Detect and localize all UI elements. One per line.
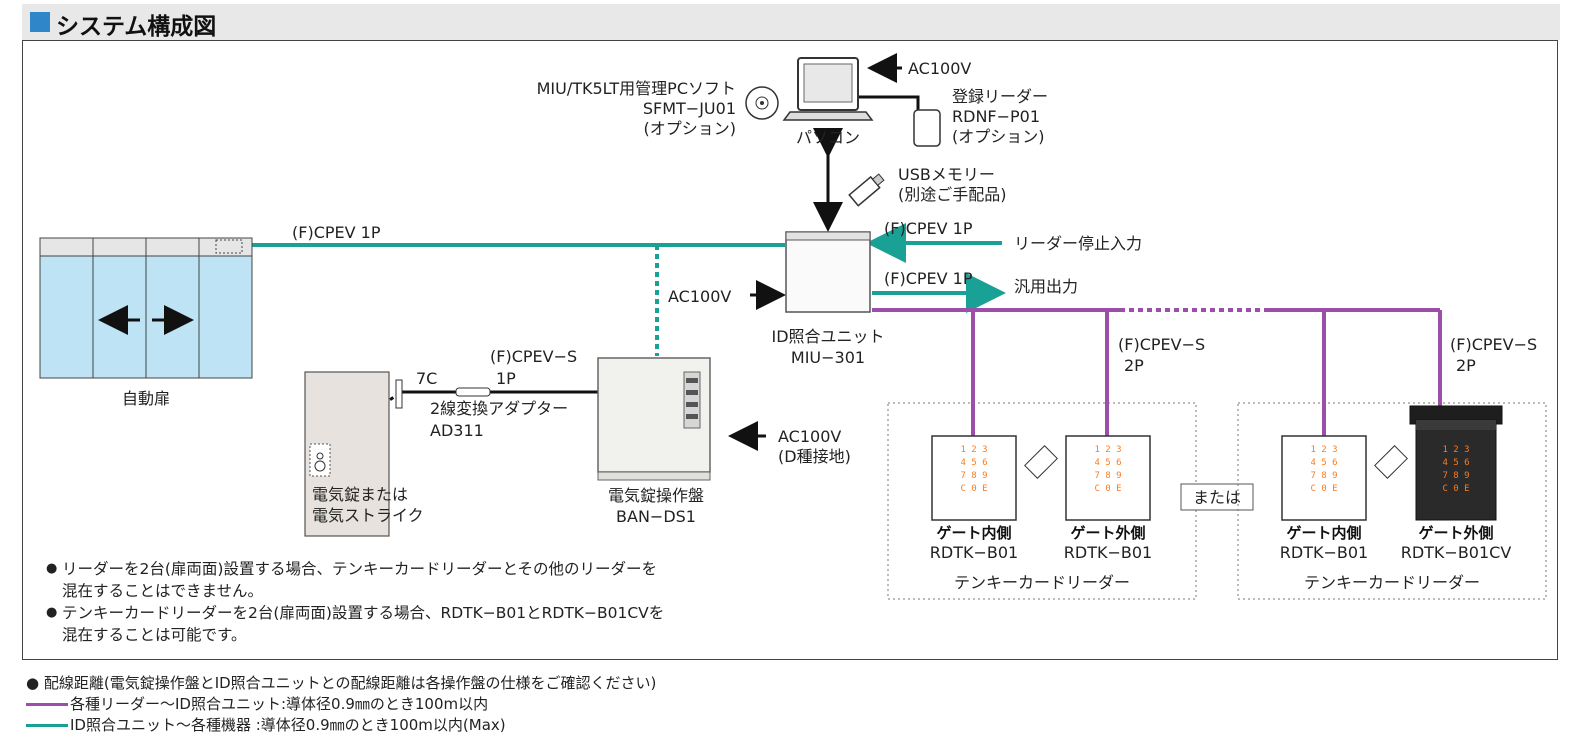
usb-line1: USBメモリー (898, 165, 995, 184)
g2-inner-model: RDTK−B01 (1280, 543, 1368, 562)
cable-output-label: (F)CPEV 1P (884, 269, 973, 288)
page-title: システム構成図 (56, 14, 217, 40)
card-icon (1024, 445, 1058, 479)
svg-text:1 2 3: 1 2 3 (1094, 445, 1121, 455)
stop-input-label: リーダー停止入力 (1014, 234, 1142, 253)
card-icon (1374, 445, 1408, 479)
registration-reader-icon (913, 109, 941, 147)
adapter-icon (455, 387, 491, 397)
software-line1: MIU/TK5LT用管理PCソフト (537, 79, 736, 98)
ban-cable-label-1: (F)CPEV−S (490, 347, 577, 366)
g2-outer-model: RDTK−B01CV (1401, 543, 1512, 562)
notes: リーダーを2台(扉両面)設置する場合、テンキーカードリーダーとその他のリーダーを… (46, 558, 664, 646)
g2-caption: テンキーカードリーダー (1304, 573, 1480, 592)
ban-power-line1: AC100V (778, 427, 841, 446)
reader-group-2-frame (1237, 402, 1547, 600)
cable-stop-label: (F)CPEV 1P (884, 219, 973, 238)
svg-text:1 2 3: 1 2 3 (1442, 445, 1469, 455)
ban-cable-label-2: 1P (496, 369, 516, 388)
header-square-icon (30, 12, 50, 32)
legend-row-1: 各種リーダー〜ID照合ユニット:導体径0.9㎜のとき100m以内 (26, 693, 488, 714)
svg-text:4 5 6: 4 5 6 (1310, 458, 1337, 468)
wire-reg-reader (855, 95, 920, 112)
svg-text:4 5 6: 4 5 6 (960, 458, 987, 468)
svg-text:1 2 3: 1 2 3 (960, 445, 987, 455)
svg-text:1 2 3: 1 2 3 (1310, 445, 1337, 455)
g2-inner-label: ゲート内側 (1286, 524, 1361, 542)
svg-text:7 8 9: 7 8 9 (960, 471, 987, 481)
output-label: 汎用出力 (1014, 277, 1078, 296)
legend-title: ● 配線距離(電気錠操作盤とID照合ユニットとの配線距離は各操作盤の仕様をご確認… (26, 674, 657, 692)
g1-outer-model: RDTK−B01 (1064, 543, 1152, 562)
cable-door-unit-label: (F)CPEV 1P (292, 223, 381, 242)
or-box (1180, 483, 1254, 511)
teal-line-swatch (26, 724, 68, 727)
g1-inner-label: ゲート内側 (936, 524, 1011, 542)
reg-reader-line1: 登録リーダー (952, 87, 1048, 106)
usb-line2: (別途ご手配品) (898, 185, 1007, 204)
g1-caption: テンキーカードリーダー (954, 573, 1130, 592)
lock-line2: 電気ストライク (312, 506, 424, 525)
usb-memory-icon (848, 173, 885, 207)
svg-text:C 0 E: C 0 E (1094, 484, 1121, 494)
g1-inner-model: RDTK−B01 (930, 543, 1018, 562)
unit-line2: MIU−301 (791, 348, 865, 367)
svg-text:4 5 6: 4 5 6 (1094, 458, 1121, 468)
cd-icon (745, 86, 779, 120)
ban-line1: 電気錠操作盤 (608, 486, 704, 505)
automatic-door (39, 237, 253, 379)
note-1: リーダーを2台(扉両面)設置する場合、テンキーカードリーダーとその他のリーダーを… (46, 558, 664, 602)
g2-outer-label: ゲート外側 (1418, 524, 1493, 542)
note-2: テンキーカードリーダーを2台(扉両面)設置する場合、RDTK−B01とRDTK−… (46, 602, 664, 646)
svg-text:C 0 E: C 0 E (1442, 484, 1469, 494)
pc-icon (782, 57, 874, 121)
reader-cable-label-1: (F)CPEV−S (1118, 335, 1205, 354)
keypad-reader-3: 1 2 3 4 5 6 7 8 9 C 0 E (1281, 435, 1367, 521)
purple-wires (872, 308, 1442, 436)
teal-wires (230, 223, 1006, 356)
keypad-reader-2: 1 2 3 4 5 6 7 8 9 C 0 E (1065, 435, 1151, 521)
unit-line1: ID照合ユニット (771, 327, 884, 346)
svg-text:4 5 6: 4 5 6 (1442, 458, 1469, 468)
or-label: または (1193, 488, 1241, 507)
svg-text:C 0 E: C 0 E (1310, 484, 1337, 494)
software-line2: SFMT−JU01 (643, 99, 736, 118)
legend-row-2: ID照合ユニット〜各種機器 :導体径0.9㎜のとき100m以内(Max) (26, 714, 506, 735)
pc-label: パソコン (796, 128, 860, 147)
reader-cable2-label-2: 2P (1456, 356, 1476, 375)
svg-text:7 8 9: 7 8 9 (1442, 471, 1469, 481)
reader-cable2-label-1: (F)CPEV−S (1450, 335, 1537, 354)
svg-text:7 8 9: 7 8 9 (1094, 471, 1121, 481)
unit-power-label: AC100V (668, 287, 731, 306)
g1-outer-label: ゲート外側 (1070, 524, 1145, 542)
diagram-frame (22, 40, 1558, 660)
ban-panel-icon (597, 357, 711, 481)
svg-text:C 0 E: C 0 E (960, 484, 987, 494)
adapter-line1: 2線変換アダプター (430, 399, 568, 418)
lock-line1: 電気錠または (312, 485, 408, 504)
ban-power-line2: (D種接地) (778, 447, 851, 466)
software-line3: (オプション) (644, 119, 737, 138)
keypad-reader-1: 1 2 3 4 5 6 7 8 9 C 0 E (931, 435, 1017, 521)
reg-reader-line3: (オプション) (952, 127, 1045, 146)
reader-cable-label-2: 2P (1124, 356, 1144, 375)
purple-line-swatch (26, 703, 68, 706)
pc-power-label: AC100V (908, 59, 971, 78)
electric-lock-icon (304, 371, 403, 537)
lock-conn-label: 7C (416, 369, 437, 388)
keypad-reader-cover: 1 2 3 4 5 6 7 8 9 C 0 E (1409, 405, 1503, 521)
ban-line2: BAN−DS1 (616, 507, 696, 526)
adapter-line2: AD311 (430, 421, 484, 440)
door-label: 自動扉 (122, 389, 170, 408)
svg-text:7 8 9: 7 8 9 (1310, 471, 1337, 481)
id-unit-icon (785, 231, 871, 313)
reg-reader-line2: RDNF−P01 (952, 107, 1040, 126)
section-header: システム構成図 (22, 4, 1560, 40)
